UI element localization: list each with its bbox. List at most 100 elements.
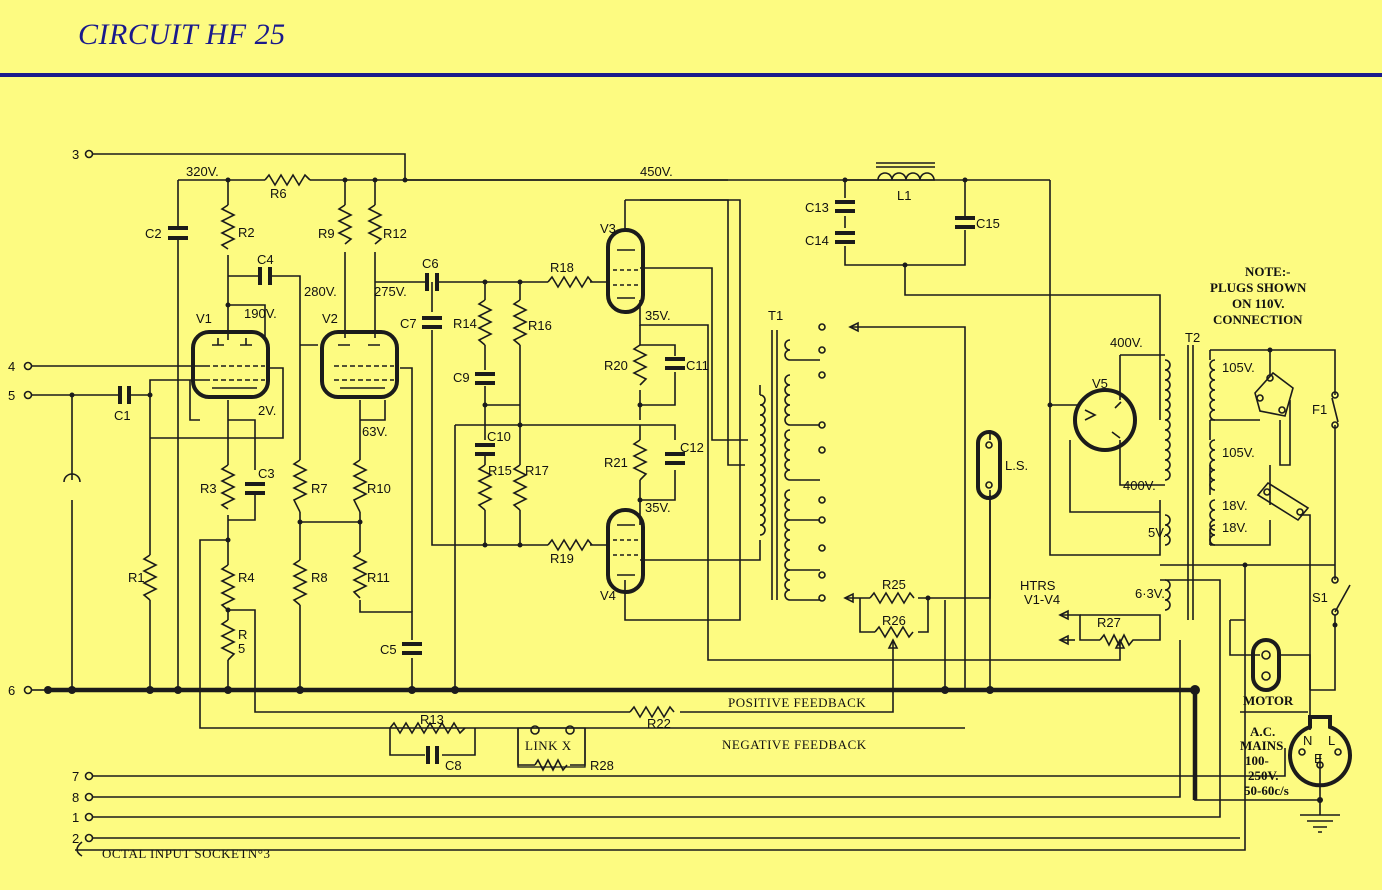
negative-feedback-label: NEGATIVE FEEDBACK: [722, 737, 867, 752]
terminal-3-label: 3: [72, 147, 79, 162]
label-C9: C9: [453, 370, 470, 385]
voltage-6-3: 6·3V.: [1135, 586, 1165, 601]
label-R27: R27: [1097, 615, 1121, 630]
label-htrs: HTRS: [1020, 578, 1056, 593]
resistor-labels: R1 R2 R3 R4 R 5 R6 R7 R8 R9 R10 R11 R12 …: [128, 186, 1121, 773]
switch-S1: [1331, 576, 1351, 616]
capacitors: [118, 200, 975, 764]
earth-symbol: [1300, 814, 1340, 833]
wiring: [32, 153, 1336, 851]
label-C11: C11: [686, 358, 709, 373]
valve-V1: [191, 330, 270, 399]
valve-V2: [320, 330, 399, 399]
label-R21: R21: [604, 455, 628, 470]
label-R13: R13: [420, 712, 444, 727]
label-R15: R15: [488, 463, 512, 478]
resistors: [142, 173, 1140, 772]
label-C5: C5: [380, 642, 397, 657]
note-line-4: CONNECTION: [1213, 312, 1303, 327]
voltage-18b: 18V.: [1222, 520, 1248, 535]
label-T2: T2: [1185, 330, 1200, 345]
input-jack: [63, 473, 81, 483]
mains-line-3: 100-: [1245, 753, 1269, 768]
terminal-7-label: 7: [72, 769, 79, 784]
mains-line-2: MAINS: [1240, 738, 1283, 753]
valve-V5: [1073, 388, 1137, 452]
valve-V3: [606, 228, 645, 314]
label-R3: R3: [200, 481, 217, 496]
note-line-3: ON 110V.: [1232, 296, 1285, 311]
label-LS: L.S.: [1005, 458, 1028, 473]
transformer-T2: [1164, 345, 1310, 620]
voltage-18a: 18V.: [1222, 498, 1248, 513]
label-R8: R8: [311, 570, 328, 585]
voltage-400b: 400V.: [1123, 478, 1156, 493]
note-line-2: PLUGS SHOWN: [1210, 280, 1307, 295]
positive-feedback-label: POSITIVE FEEDBACK: [728, 695, 866, 710]
label-L: L: [1328, 733, 1335, 748]
label-R1: R1: [128, 570, 145, 585]
voltage-280: 280V.: [304, 284, 337, 299]
motor: [1240, 638, 1308, 713]
label-link-x: LINK X: [525, 738, 572, 753]
label-C12: C12: [680, 440, 704, 455]
voltage-63: 63V.: [362, 424, 388, 439]
label-htrs-v1v4: V1-V4: [1024, 592, 1060, 607]
mains-line-4: 250V.: [1248, 768, 1278, 783]
label-R10: R10: [367, 481, 391, 496]
loudspeaker: [976, 430, 1002, 500]
valve-labels: V1 V2 V3 V4 V5: [196, 221, 1108, 603]
terminal-6-label: 6: [8, 683, 15, 698]
capacitor-labels: C1 C2 C3 C4 C5 C6 C7 C8 C9 C10 C11 C12 C…: [114, 200, 1000, 773]
other-labels: L1 T1 T2 F1 S1 L.S. HTRS V1-V4 MOTOR LIN…: [525, 188, 1335, 766]
octal-arrow: [76, 841, 83, 857]
voltage-2: 2V.: [258, 403, 276, 418]
mains-line-1: A.C.: [1250, 724, 1275, 739]
label-E: E: [1314, 751, 1323, 766]
label-R11: R11: [367, 570, 390, 585]
label-V1: V1: [196, 311, 212, 326]
label-R12: R12: [383, 226, 407, 241]
label-T1: T1: [768, 308, 783, 323]
label-C10: C10: [487, 429, 511, 444]
octal-socket-label: OCTAL INPUT SOCKETN°3: [102, 846, 271, 861]
terminal-labels: 3 4 5 6 7 8 1 2: [8, 147, 79, 846]
label-R6: R6: [270, 186, 287, 201]
junction-dots: [44, 177, 1338, 803]
voltage-450: 450V.: [640, 164, 673, 179]
label-V4: V4: [600, 588, 616, 603]
fuse-F1: [1331, 391, 1339, 429]
annotations: POSITIVE FEEDBACK NEGATIVE FEEDBACK OCTA…: [102, 264, 1307, 861]
label-C14: C14: [805, 233, 829, 248]
label-R22: R22: [647, 716, 671, 731]
mains-socket: [1288, 715, 1352, 788]
label-R28: R28: [590, 758, 614, 773]
label-motor: MOTOR: [1243, 693, 1294, 708]
label-R19: R19: [550, 551, 574, 566]
label-F1: F1: [1312, 402, 1327, 417]
label-R17: R17: [525, 463, 549, 478]
voltage-5: 5V.: [1148, 525, 1166, 540]
label-R2: R2: [238, 225, 255, 240]
note-line-1: NOTE:-: [1245, 264, 1291, 279]
voltage-400a: 400V.: [1110, 335, 1143, 350]
label-N: N: [1303, 733, 1312, 748]
label-C6: C6: [422, 256, 439, 271]
ground-bus: [48, 687, 1198, 800]
voltage-190: 190V.: [244, 306, 277, 321]
label-R7: R7: [311, 481, 328, 496]
terminal-1-label: 1: [72, 810, 79, 825]
terminal-4-label: 4: [8, 359, 15, 374]
label-R20: R20: [604, 358, 628, 373]
label-V5: V5: [1092, 376, 1108, 391]
terminal-2-label: 2: [72, 831, 79, 846]
choke-L1: [876, 162, 935, 181]
voltage-35b: 35V.: [645, 500, 671, 515]
label-C13: C13: [805, 200, 829, 215]
label-C8: C8: [445, 758, 462, 773]
voltage-35a: 35V.: [645, 308, 671, 323]
label-R16: R16: [528, 318, 552, 333]
label-V2: V2: [322, 311, 338, 326]
label-R18: R18: [550, 260, 574, 275]
